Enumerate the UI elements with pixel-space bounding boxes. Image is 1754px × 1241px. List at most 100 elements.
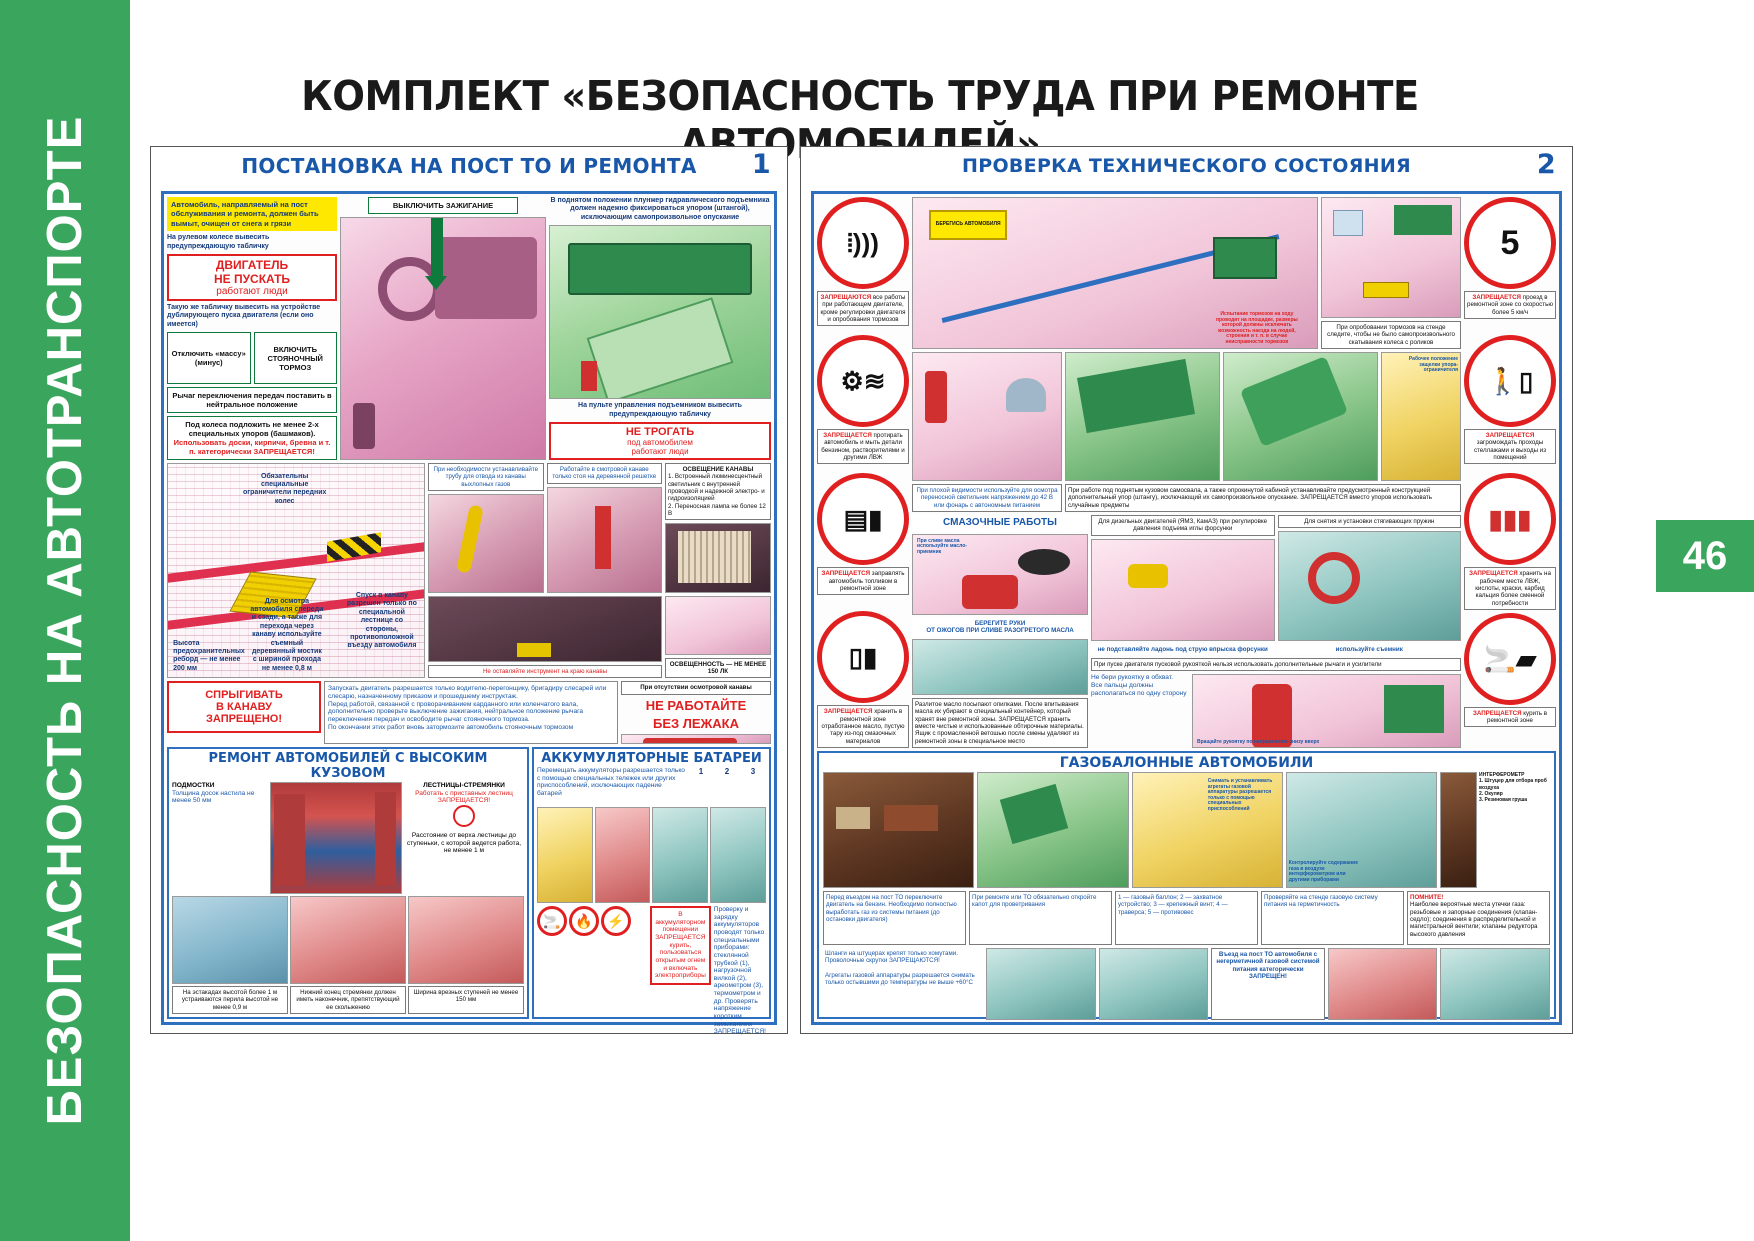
pit-descent-note: Спуск в канаву разрешен только по специа… (346, 592, 417, 650)
sign-3-red: ЗАПРЕЩАЕТСЯ (823, 708, 873, 716)
p1-instructions-col: Автомобиль, направляемый на пост обслужи… (167, 197, 337, 461)
interferometer-title: ИНТЕРФЕРОМЕТР (1478, 772, 1525, 778)
interferometer-tile: ИНТЕРФЕРОМЕТР 1. Штуцер для отбора проб … (1440, 772, 1550, 888)
sign-5-red: ЗАПРЕЩАЕТСЯ (1485, 432, 1535, 440)
ladder-foot-illustration (290, 896, 406, 985)
steering-wheel-note: На рулевом колесе вывесить предупреждающ… (167, 234, 270, 250)
battery-num-2: 2 (724, 767, 730, 777)
p1-top-row: Автомобиль, направляемый на пост обслужи… (167, 197, 771, 461)
section-gas-title: ГАЗОБАЛОННЫЕ АВТОМОБИЛИ (1059, 755, 1314, 771)
engine-line-1: ДВИГАТЕЛЬ (215, 257, 289, 272)
poster-1-title: ПОСТАНОВКА НА ПОСТ ТО И РЕМОНТА (241, 154, 697, 178)
sign-caption-6: ЗАПРЕЩАЕТСЯ хранить на рабочем месте ЛВЖ… (1464, 567, 1556, 610)
remove-units-note: Снимать и устанавливать агрегаты газовой… (1207, 778, 1273, 812)
ladder-tip-caption: Нижний конец стремянки должен иметь нако… (290, 986, 406, 1014)
remember-block: ПОМНИТЕ! Наиболее вероятные места утечки… (1407, 891, 1550, 945)
battery-bench-illustration (652, 807, 709, 904)
no-tools-tile: Не оставляйте инструмент на краю канавы (428, 596, 662, 679)
spring-note: используйте съемник (1277, 643, 1461, 655)
ladders-warning: Работать с приставных лестниц ЗАПРЕЩАЕТС… (415, 789, 513, 805)
board-thickness-note: Толщина досок настила не менее 50 мм (172, 789, 255, 805)
poster-2-body: ⦙))) ЗАПРЕЩАЮТСЯ все работы при работающ… (811, 191, 1562, 1025)
p2-left-signs: ⦙))) ЗАПРЕЩАЮТСЯ все работы при работающ… (817, 197, 909, 748)
engine-line-2: НЕ ПУСКАТЬ (213, 271, 291, 286)
oil-drain-illustration: При сливе масла используйте масло-приемн… (912, 533, 1088, 615)
tipper-tile: Рабочее положение защелки упора-ограничи… (1065, 352, 1461, 512)
switch-to-petrol-note: Перед въездом на пост ТО переключите дви… (823, 891, 966, 945)
sign-1-red: ЗАПРЕЩАЕТСЯ (823, 432, 872, 440)
poster-2-title: ПРОВЕРКА ТЕХНИЧЕСКОГО СОСТОЯНИЯ (962, 155, 1411, 177)
wash-vehicle-note: Автомобиль, направляемый на пост обслужи… (167, 197, 337, 232)
sign-2-text: заправлять автомобиль топливом в ремонтн… (828, 570, 905, 592)
sign-item-7: 🚬▰ ЗАПРЕЩАЕТСЯ курить в ремонтной зоне (1464, 612, 1556, 748)
section-high-body-repair: РЕМОНТ АВТОМОБИЛЕЙ С ВЫСОКИМ КУЗОВОМ ПОД… (167, 747, 529, 1019)
interferometer-item-1: 1. Штуцер для отбора проб воздуха (1478, 778, 1547, 791)
section-batteries: АККУМУЛЯТОРНЫЕ БАТАРЕИ Перемещать аккуму… (531, 747, 771, 1035)
battery-num-1: 1 (698, 767, 704, 777)
tilted-cab-illustration (1223, 352, 1378, 482)
interferometer-item-3: 3. Резиновая груша (1478, 797, 1528, 803)
sign-item-4: 5 ЗАПРЕЩАЕТСЯ проезд в ремонтной зоне со… (1464, 197, 1556, 332)
crank-note-3: Вращайте рукоятку по направлению снизу в… (1197, 738, 1320, 745)
hydraulic-hoist-illustration (549, 225, 771, 400)
bridge-note: Для осмотра автомобиля спереди и сзади, … (250, 597, 324, 672)
nopit-line-1: НЕ РАБОТАЙТЕ (645, 697, 747, 713)
tipper-caption: При работе под поднятым кузовом самосвал… (1065, 484, 1461, 512)
p1-jump-col: СПРЫГИВАТЬ В КАНАВУ ЗАПРЕЩЕНО! (167, 681, 321, 744)
poster-card-2: ПРОВЕРКА ТЕХНИЧЕСКОГО СОСТОЯНИЯ 2 ⦙))) З… (800, 146, 1573, 1034)
gas-engine-illustration (986, 948, 1096, 1020)
sign-6-red: ЗАПРЕЩАЕТСЯ (1469, 570, 1518, 578)
no-refuel-in-repair-zone-sign: ▤▮ (817, 473, 909, 566)
do-not-touch-sign: НЕ ТРОГАТЬ под автомобилем работают люди (549, 422, 771, 461)
entry-ban-note: Въезд на пост ТО автомобиля с негерметич… (1211, 948, 1325, 1020)
interferometer-item-2: 2. Окуляр (1478, 790, 1503, 797)
disconnect-mass-box: Отключить «массу» (минус) (167, 332, 251, 385)
sign-item-2: ▤▮ ЗАПРЕЩАЕТСЯ заправлять автомобиль топ… (817, 473, 909, 608)
poster-1-header: ПОСТАНОВКА НА ПОСТ ТО И РЕМОНТА 1 (151, 147, 787, 185)
poster-2-header: ПРОВЕРКА ТЕХНИЧЕСКОГО СОСТОЯНИЯ 2 (801, 147, 1572, 185)
battery-room-prohibition: В аккумуляторном помещении ЗАПРЕЩАЕТСЯ к… (649, 906, 711, 985)
engine-do-not-start-sign: ДВИГАТЕЛЬ НЕ ПУСКАТЬ работают люди (167, 253, 337, 301)
portable-lamp-tile: При плохой видимости используйте для осм… (912, 352, 1062, 512)
running-person-door-icon: 🚶▯ (1486, 366, 1534, 397)
gas-control-device-illustration: Контролируйте содержание газа в воздухе … (1285, 772, 1437, 888)
cab-interior-illustration (340, 217, 546, 461)
gas-stand-illustration (1098, 948, 1209, 1020)
p1-hoist-col: В поднятом положении плунжер гидравличес… (549, 197, 771, 461)
gas-truck-hood-illustration (977, 772, 1129, 888)
sign-4-red: ЗАПРЕЩАЕТСЯ (1472, 294, 1521, 301)
no-wipe-with-petrol-sign: ⚙≋ (817, 335, 909, 428)
lubrication-title: СМАЗОЧНЫЕ РАБОТЫ (912, 515, 1088, 531)
crank-illustration: Вращайте рукоятку по направлению снизу в… (1192, 674, 1461, 748)
spine-label: БЕЗОПАСНОСТЬ НА АВТОТРАНСПОРТЕ (38, 115, 92, 1126)
hands-burn-caption: БЕРЕГИТЕ РУКИ ОТ ОЖОГОВ ПРИ СЛИВЕ РАЗОГР… (912, 617, 1088, 637)
hose-clamp-tile: Шланги на штуцерах крепят только хомутам… (823, 948, 983, 1020)
section-gas-vehicles: ГАЗОБАЛОННЫЕ АВТОМОБИЛИ Снимать и устана… (817, 751, 1556, 1020)
diesel-note: не подставляйте ладонь под струю впрыска… (1091, 643, 1275, 655)
p1-mass-brake-row: Отключить «массу» (минус) ВКЛЮЧИТЬ СТОЯН… (167, 332, 337, 385)
p1-nopit-col: При отсутствии осмотровой канавы НЕ РАБО… (621, 681, 771, 745)
bus-repair-illustration (270, 782, 402, 895)
poster-1-number: 1 (751, 149, 771, 180)
parking-brake-box: ВКЛЮЧИТЬ СТОЯНОЧНЫЙ ТОРМОЗ (253, 332, 337, 385)
poster-card-1: ПОСТАНОВКА НА ПОСТ ТО И РЕМОНТА 1 Автомо… (150, 146, 788, 1035)
sign-item-0: ⦙))) ЗАПРЕЩАЮТСЯ все работы при работающ… (817, 197, 909, 332)
spilled-oil-caption: Разлитое масло посыпают опилками. После … (912, 698, 1088, 748)
gas-stand-check-note: Проверяйте на стенде газовую систему пит… (1261, 891, 1404, 945)
brake-test-area-illustration: БЕРЕГИСЬ АВТОМОБИЛЯ Испытание тормозов н… (912, 197, 1318, 349)
sign-caption-7: ЗАПРЕЩАЕТСЯ курить в ремонтной зоне (1464, 706, 1556, 728)
gas-valve-illustration (1440, 948, 1550, 1020)
gas-units-temp-note: Агрегаты газовой аппаратуры разрешается … (823, 969, 983, 989)
nopit-line-2: БЕЗ ЛЕЖАКА (652, 715, 740, 731)
start-rule-1: Запускать двигатель разрешается только в… (328, 685, 607, 701)
ladder-step-illustration (408, 896, 524, 985)
chocks-line-2: Использовать доски, кирпичи, бревна и т.… (173, 438, 331, 457)
diesel-title: Для дизельных двигателей (ЯМЗ, КамАЗ) пр… (1091, 515, 1275, 536)
sign-item-5: 🚶▯ ЗАПРЕЩАЕТСЯ загромождать проходы стел… (1464, 335, 1556, 470)
sign-caption-2: ЗАПРЕЩАЕТСЯ заправлять автомобиль топлив… (817, 567, 909, 596)
scaffold-label: ПОДМОСТКИ (172, 782, 215, 790)
no-smoking-sign: 🚬▰ (1464, 612, 1556, 705)
exhaust-tile: При необходимости устанавливайте трубу д… (428, 463, 544, 594)
nojump-2: В КАНАВУ (216, 701, 272, 714)
p2-right-signs: 5 ЗАПРЕЩАЕТСЯ проезд в ремонтной зоне со… (1464, 197, 1556, 748)
